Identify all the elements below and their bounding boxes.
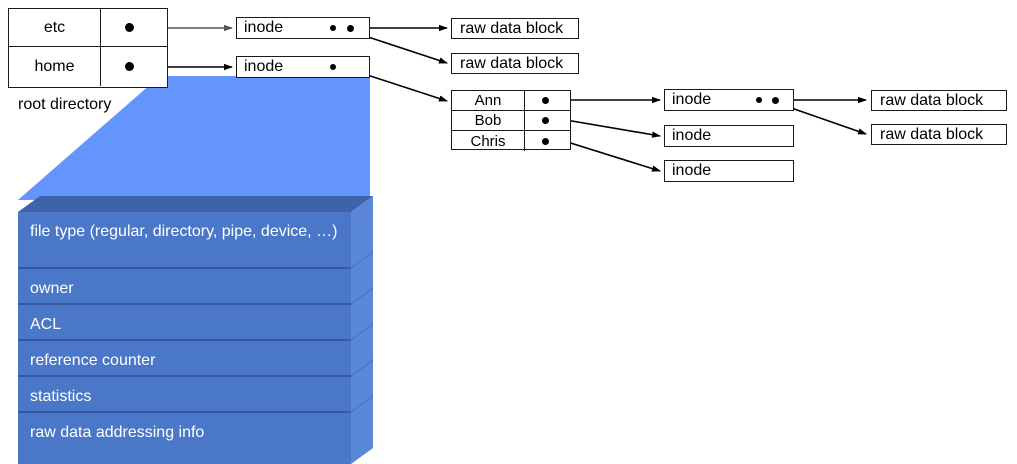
inode-field-file-type: file type (regular, directory, pipe, dev… (30, 223, 338, 240)
inode-box-ann[interactable]: inode (664, 89, 794, 111)
side-divider (350, 251, 373, 269)
inode-label: inode (244, 58, 284, 75)
block-side-face (351, 196, 373, 464)
inode-box-etc[interactable]: inode (236, 17, 370, 39)
home-entry-pointer-ann[interactable] (525, 91, 570, 110)
raw-data-block-etc-1: raw data block (451, 18, 579, 39)
table-row[interactable]: Bob (452, 111, 570, 131)
home-entry-name-bob: Bob (452, 111, 525, 130)
inode-field-raw-data-addressing: raw data addressing info (30, 424, 205, 441)
inode-label: inode (672, 91, 712, 108)
funnel-shape (18, 76, 370, 200)
root-entry-pointer-etc[interactable] (101, 9, 167, 46)
home-entry-pointer-chris[interactable] (525, 131, 570, 151)
pointer-dot-icon (347, 24, 354, 32)
inode-field-reference-counter: reference counter (30, 352, 156, 369)
home-directory-table: Ann Bob Chris (451, 90, 571, 151)
pointer-dot-icon (330, 25, 336, 31)
pointer-dot-icon (542, 117, 549, 124)
inode-field-owner: owner (30, 280, 74, 297)
home-entry-name-ann: Ann (452, 91, 525, 110)
side-divider (350, 323, 373, 341)
inode-label: inode (672, 127, 712, 144)
raw-data-block-ann-1: raw data block (871, 90, 1007, 111)
raw-data-block-label: raw data block (460, 19, 564, 37)
pointer-dot-icon (756, 97, 762, 103)
inode-label: inode (672, 162, 712, 179)
inode-label: inode (244, 19, 284, 36)
raw-data-block-label: raw data block (880, 125, 984, 143)
side-divider (350, 287, 373, 305)
table-row[interactable]: Ann (452, 91, 570, 111)
inode-box-chris[interactable]: inode (664, 160, 794, 182)
inode-field-statistics: statistics (30, 388, 92, 405)
table-row[interactable]: Chris (452, 131, 570, 151)
raw-data-block-etc-2: raw data block (451, 53, 579, 74)
raw-data-block-label: raw data block (460, 54, 564, 72)
inode-detail-faces (18, 196, 373, 464)
root-directory-caption: root directory (18, 96, 112, 113)
inode-field-acl: ACL (30, 316, 62, 333)
inode-detail-block: file type (regular, directory, pipe, dev… (18, 196, 373, 464)
raw-data-block-label: raw data block (880, 91, 984, 109)
root-directory-table: etc home (8, 8, 168, 88)
raw-data-block-ann-2: raw data block (871, 124, 1007, 145)
side-divider (350, 395, 373, 413)
root-entry-name-home: home (9, 47, 101, 86)
pointer-dot-icon (125, 23, 134, 33)
home-entry-pointer-bob[interactable] (525, 111, 570, 130)
inode-box-bob[interactable]: inode (664, 125, 794, 147)
root-entry-pointer-home[interactable] (101, 47, 167, 85)
home-entry-name-chris: Chris (452, 131, 525, 151)
pointer-dot-icon (772, 96, 779, 104)
table-row[interactable]: home (9, 47, 167, 86)
pointer-dot-icon (125, 62, 134, 72)
pointer-dot-icon (542, 97, 549, 104)
block-front-face (18, 212, 351, 464)
pointer-dot-icon (330, 64, 336, 70)
root-entry-name-etc: etc (9, 9, 101, 47)
table-row[interactable]: etc (9, 9, 167, 48)
inode-box-home[interactable]: inode (236, 56, 370, 78)
side-divider (350, 359, 373, 377)
pointer-dot-icon (542, 137, 549, 145)
block-top-face (18, 196, 373, 212)
